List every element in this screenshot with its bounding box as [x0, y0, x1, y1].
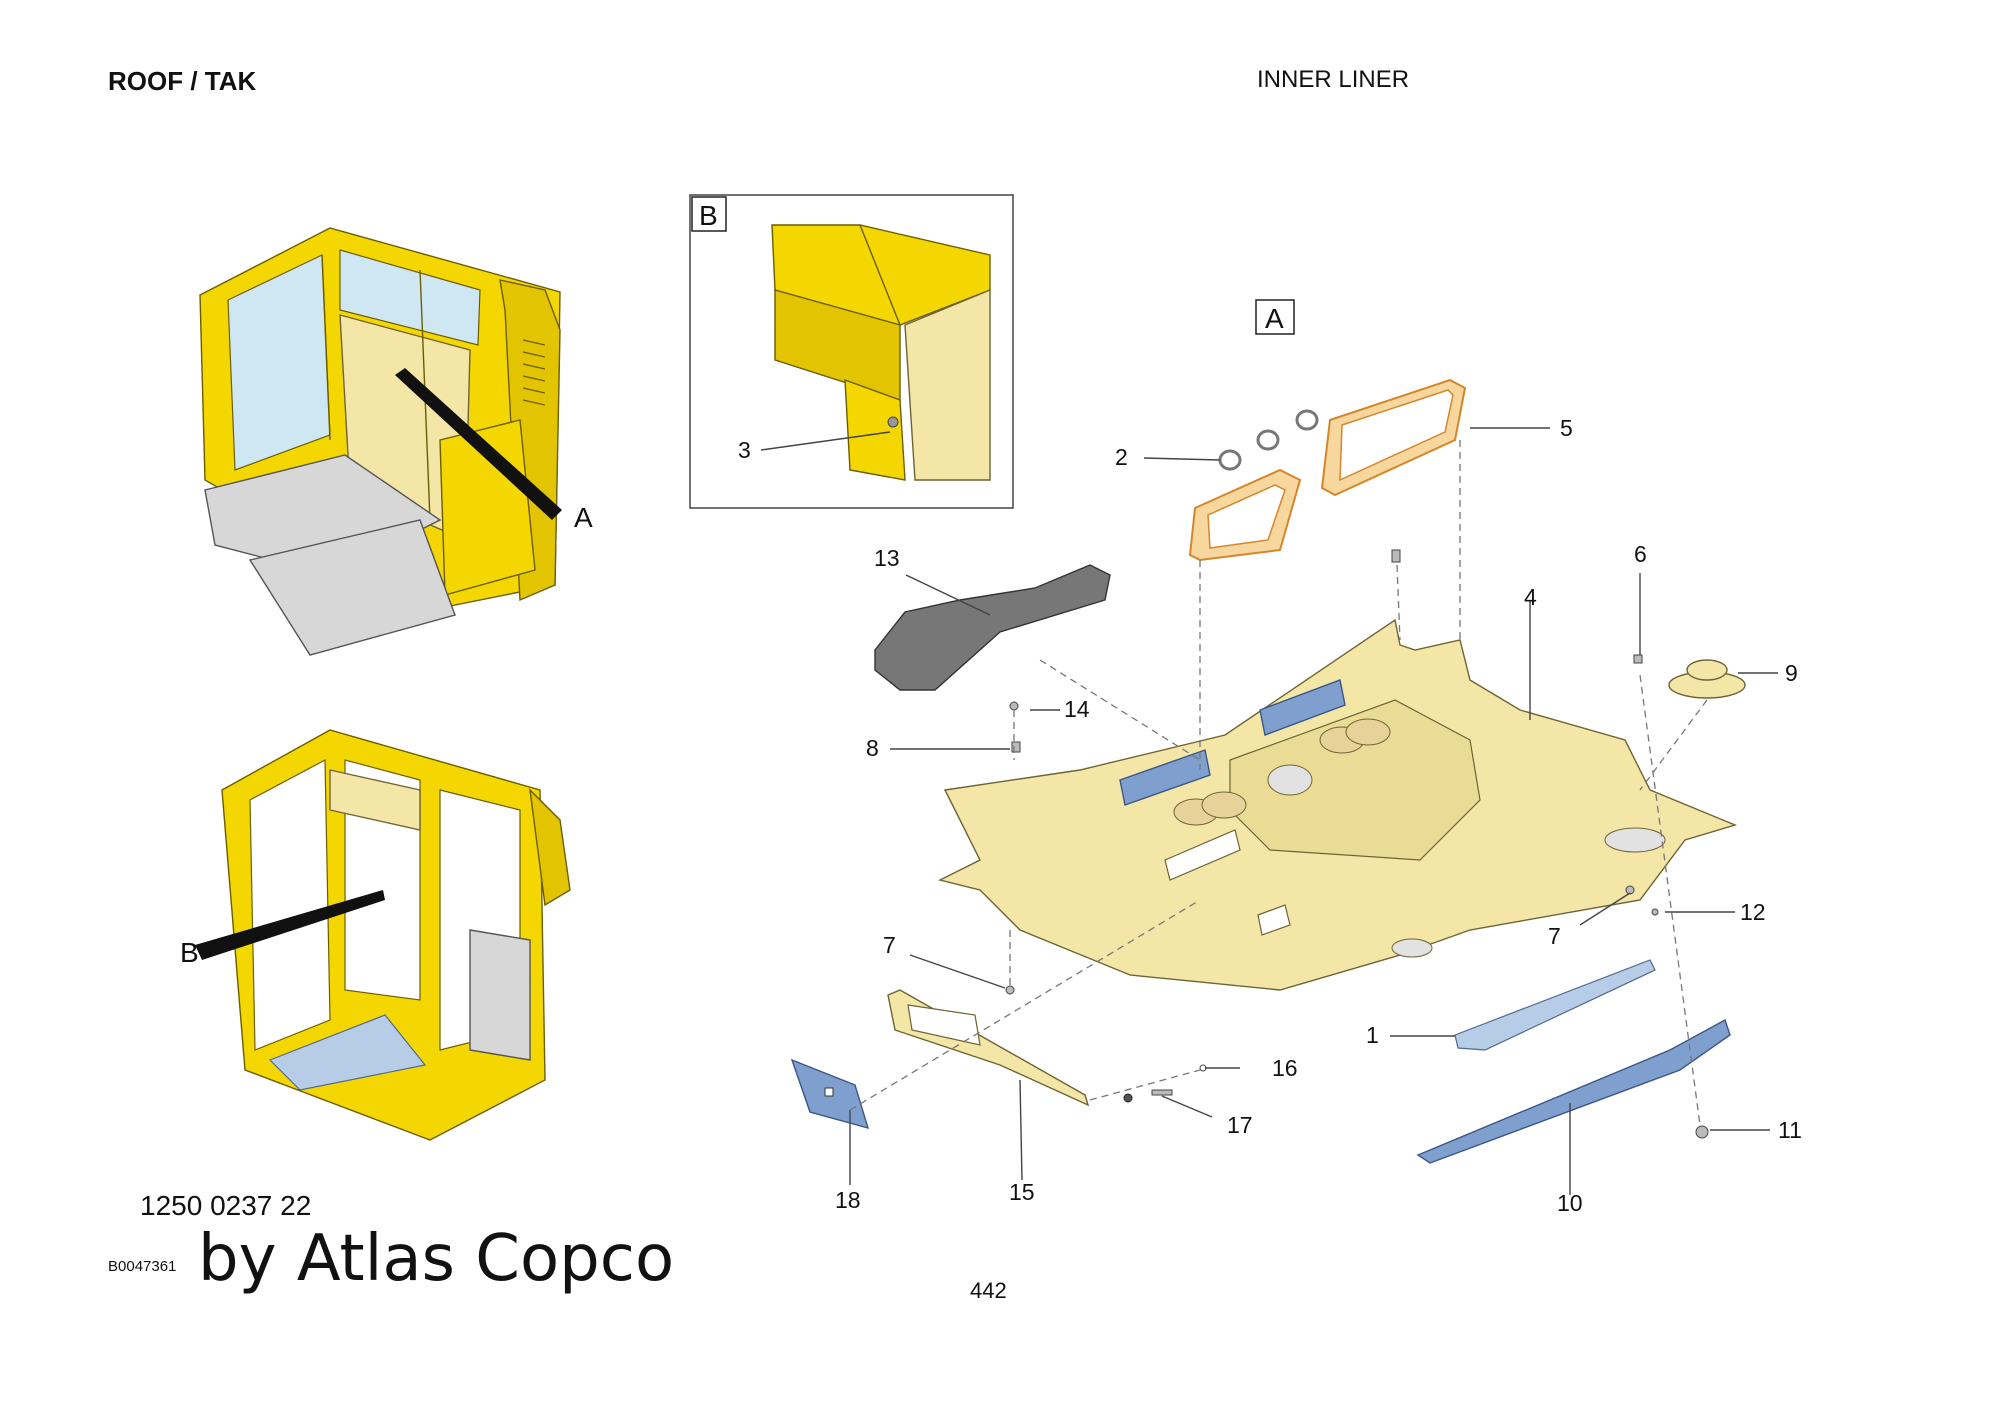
- part-4-inner-liner: [937, 618, 1738, 991]
- assembly-view-a-label: A: [1265, 303, 1284, 334]
- callout-6: 6: [1634, 541, 1647, 567]
- part-5-gaskets: [1188, 378, 1467, 562]
- callout-7: 7: [883, 932, 896, 958]
- callout-12: 12: [1740, 899, 1766, 925]
- callout-1: 1: [1366, 1022, 1379, 1048]
- callout-16: 16: [1272, 1055, 1298, 1081]
- callout-11: 11: [1778, 1117, 1802, 1143]
- part-1-strip: [1454, 959, 1656, 1051]
- part-number: 1250 0237 22: [140, 1190, 312, 1221]
- callout-7-right: 7: [1548, 923, 1561, 949]
- callout-18: 18: [835, 1187, 861, 1213]
- section-title: ROOF / TAK: [108, 66, 257, 96]
- part-15-trim-plate: [887, 989, 1090, 1107]
- part-10-rail-panel: [1416, 1018, 1731, 1164]
- callout-15: 15: [1009, 1179, 1035, 1205]
- detail-view-b: [689, 194, 1014, 509]
- part-13-panel: [874, 564, 1111, 691]
- detail-view-b-label: B: [699, 200, 718, 231]
- callout-13: 13: [874, 545, 900, 571]
- diagram-subtitle: INNER LINER: [1257, 66, 1410, 93]
- assembly-lines: [849, 440, 1708, 1126]
- part-2-rings: [1218, 409, 1319, 471]
- leader-lines: [760, 427, 1778, 1195]
- pointer-label-a: A: [574, 502, 593, 533]
- part-9-knob: [1668, 659, 1746, 699]
- callout-17: 17: [1227, 1112, 1253, 1138]
- callout-9: 9: [1785, 660, 1798, 686]
- callout-14: 14: [1064, 696, 1090, 722]
- pointer-label-b: B: [180, 937, 199, 968]
- part-18-cover: [790, 1058, 870, 1130]
- callout-5: 5: [1560, 415, 1573, 441]
- page-number: 442: [970, 1278, 1007, 1303]
- brand-watermark: by Atlas Copco: [198, 1222, 675, 1296]
- callout-3: 3: [738, 437, 751, 463]
- document-code: B0047361: [108, 1258, 177, 1275]
- callout-10: 10: [1557, 1190, 1583, 1216]
- callout-8: 8: [866, 735, 879, 761]
- cab-frame-illustration: [195, 729, 571, 1141]
- callout-4: 4: [1524, 584, 1537, 610]
- callout-2: 2: [1115, 444, 1128, 470]
- cab-overview-illustration: [199, 227, 562, 656]
